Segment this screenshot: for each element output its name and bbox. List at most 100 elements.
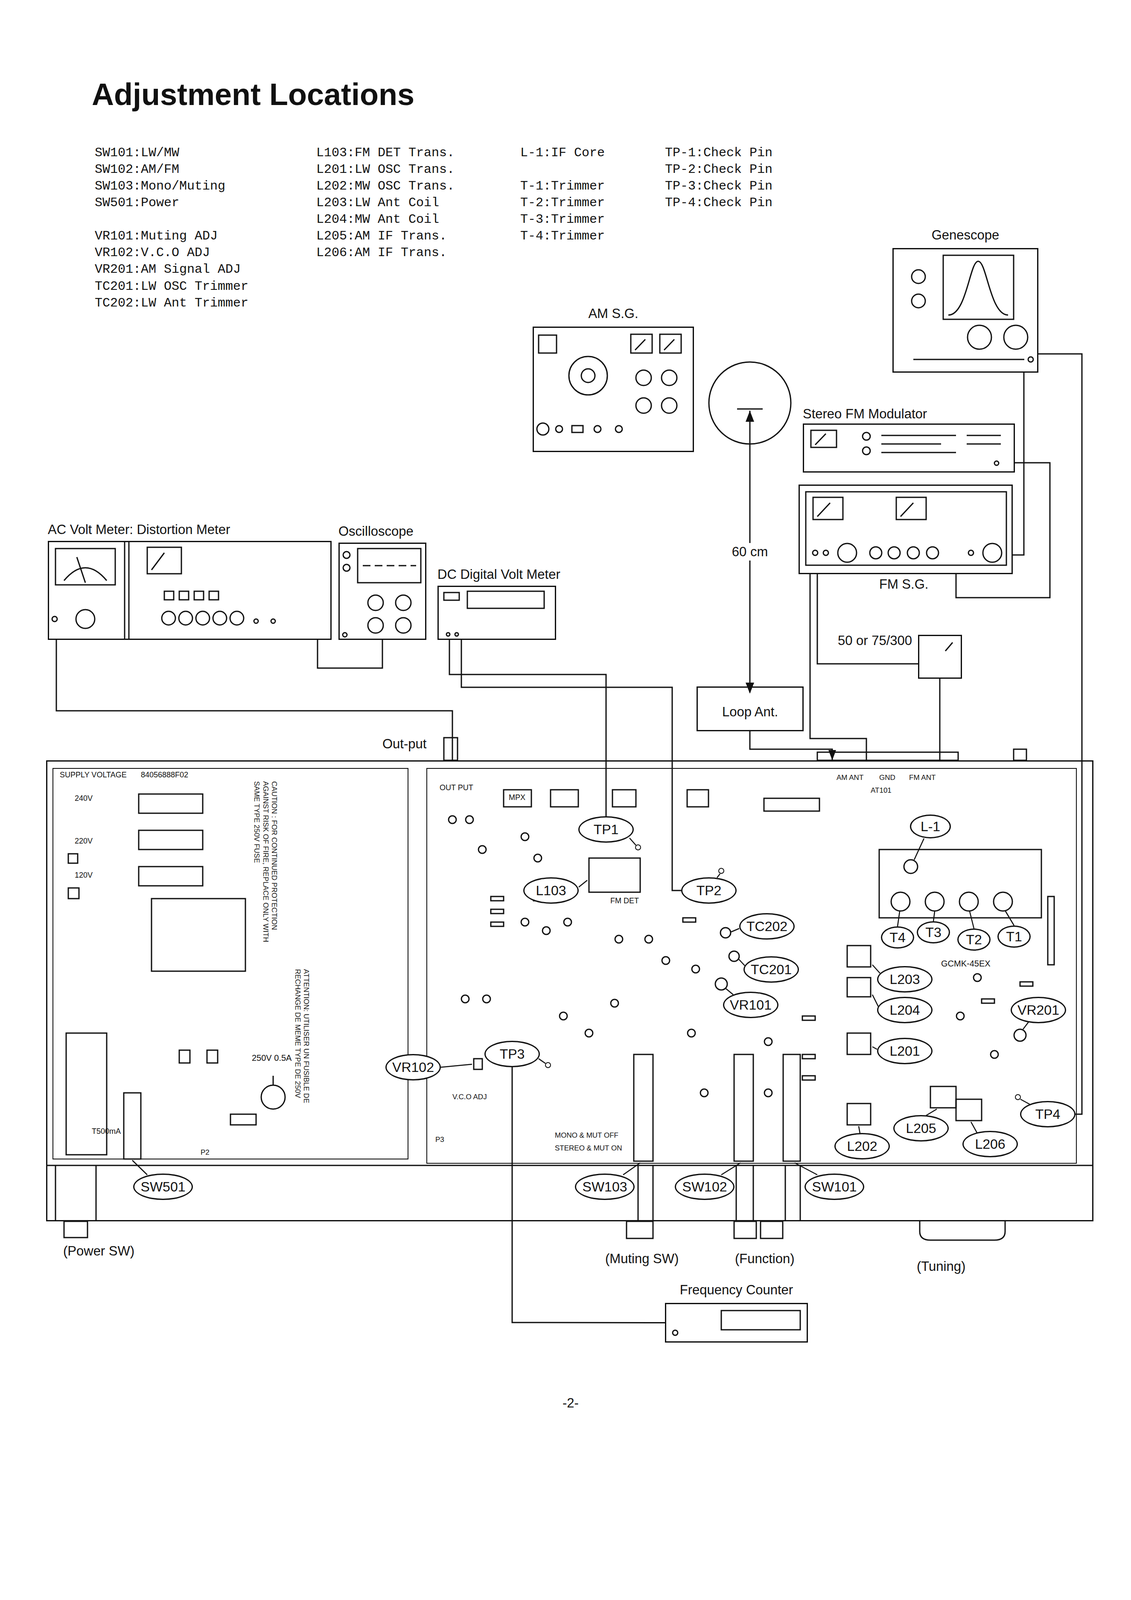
- callout-text: L-1: [920, 818, 941, 835]
- callout-label: VR101: [722, 991, 779, 1018]
- drawing-rect: [783, 1054, 801, 1161]
- callout-label: SW501: [133, 1173, 193, 1200]
- drawing-circle: [718, 868, 724, 874]
- drawing-line: [652, 1165, 654, 1222]
- drawing-line: [578, 880, 588, 887]
- callout-text: VR102: [392, 1058, 435, 1076]
- silkscreen-text: OUT PUT: [439, 783, 474, 793]
- drawing-circle: [715, 977, 728, 990]
- legend-entry: L201:LW OSC Trans.: [316, 161, 455, 178]
- drawing-line: [897, 911, 900, 927]
- signal-wire: [749, 731, 833, 761]
- drawing-line: [784, 1165, 787, 1222]
- drawing-circle: [956, 1011, 965, 1020]
- drawing-line: [717, 873, 720, 878]
- drawing-rect: [164, 591, 174, 600]
- drawing-rect: [588, 857, 641, 892]
- drawing-circle: [533, 854, 542, 862]
- callout-text: L202: [846, 1137, 878, 1155]
- drawing-rect: [538, 335, 557, 353]
- legend-entry: L-1:IF Core: [520, 145, 605, 161]
- legend-entry: TP-3:Check Pin: [664, 178, 773, 194]
- instrument-box: 50 or 75/300: [918, 634, 962, 679]
- drawing-line: [731, 928, 740, 932]
- legend-entry: L103:FM DET Trans.: [316, 145, 455, 161]
- note-label: (Function): [734, 1250, 795, 1267]
- instrument-box: AM S.G.: [532, 326, 694, 452]
- drawing-circle: [342, 632, 347, 637]
- drawing-circle: [959, 891, 979, 911]
- note-label: -2-: [562, 1394, 579, 1411]
- drawing-circle: [967, 325, 992, 350]
- drawing-polygon: [745, 682, 755, 694]
- callout-label: TP4: [1020, 1100, 1076, 1128]
- drawing-rect: [571, 425, 583, 433]
- drawing-line: [966, 443, 1001, 445]
- drawing-circle: [75, 609, 95, 629]
- callout-label: TP1: [578, 816, 634, 843]
- drawing-rect: [357, 548, 421, 583]
- drawing-circle: [1014, 1028, 1027, 1041]
- callout-text: SW102: [682, 1178, 728, 1195]
- drawing-rect: [847, 945, 871, 967]
- note-label: (Muting SW): [605, 1250, 679, 1267]
- note-label: (Power SW): [63, 1242, 135, 1259]
- drawing-circle: [461, 994, 470, 1003]
- drawing-rect: [179, 591, 189, 600]
- signal-wire: [810, 574, 867, 761]
- drawing-line: [752, 1165, 755, 1222]
- drawing-line: [362, 565, 417, 567]
- drawing-rect: [550, 789, 579, 807]
- drawing-line: [151, 552, 165, 570]
- silkscreen-text: MPX: [508, 792, 526, 803]
- drawing-line: [872, 994, 879, 1007]
- callout-label: L203: [877, 965, 933, 993]
- legend-entry: T-3:Trimmer: [520, 211, 605, 228]
- drawing-line: [721, 1162, 741, 1175]
- callout-label: SW103: [574, 1173, 635, 1200]
- drawing-rect: [123, 1092, 141, 1159]
- drawing-line: [969, 911, 974, 929]
- silkscreen-text: STEREO & MUT ON: [554, 1143, 622, 1153]
- drawing-circle: [968, 550, 974, 556]
- drawing-rect: [896, 497, 927, 520]
- drawing-circle: [862, 446, 871, 455]
- drawing-line: [635, 339, 646, 350]
- silkscreen-text: AT101: [870, 786, 892, 795]
- silkscreen-text: 250V 0.5A: [251, 1052, 292, 1063]
- instrument-name: FM S.G.: [879, 576, 929, 592]
- drawing-rect: [68, 887, 79, 899]
- drawing-rect: [209, 591, 219, 600]
- drawing-line: [817, 502, 831, 517]
- legend-entry: L203:LW Ant Coil: [316, 195, 440, 211]
- drawing-line: [1023, 1021, 1029, 1029]
- drawing-circle: [610, 999, 619, 1007]
- drawing-line: [124, 540, 126, 640]
- drawing-rect: [763, 798, 820, 811]
- drawing-circle: [903, 859, 918, 874]
- signal-wire: [317, 639, 383, 668]
- drawing-rect: [490, 921, 504, 927]
- drawing-circle: [888, 546, 901, 559]
- drawing-circle: [644, 935, 653, 943]
- legend-entry: L205:AM IF Trans.: [316, 228, 447, 244]
- callout-text: TC201: [750, 961, 792, 978]
- silkscreen-text: 240V: [74, 793, 93, 804]
- drawing-circle: [764, 1088, 773, 1097]
- drawing-circle: [253, 618, 259, 624]
- drawing-circle: [823, 550, 829, 556]
- drawing-path: [919, 1221, 1006, 1240]
- drawing-rect: [206, 1049, 218, 1063]
- silkscreen-text: MONO & MUT OFF: [554, 1131, 619, 1140]
- signal-wire: [512, 1066, 665, 1323]
- drawing-circle: [728, 950, 740, 962]
- legend-entry: TP-4:Check Pin: [664, 195, 773, 211]
- drawing-rect: [612, 789, 636, 807]
- drawing-rect: [147, 547, 182, 574]
- callout-text: TP4: [1035, 1105, 1061, 1123]
- drawing-circle: [635, 397, 652, 414]
- drawing-circle: [911, 269, 926, 284]
- drawing-circle: [446, 632, 450, 636]
- callout-text: T1: [1005, 928, 1022, 945]
